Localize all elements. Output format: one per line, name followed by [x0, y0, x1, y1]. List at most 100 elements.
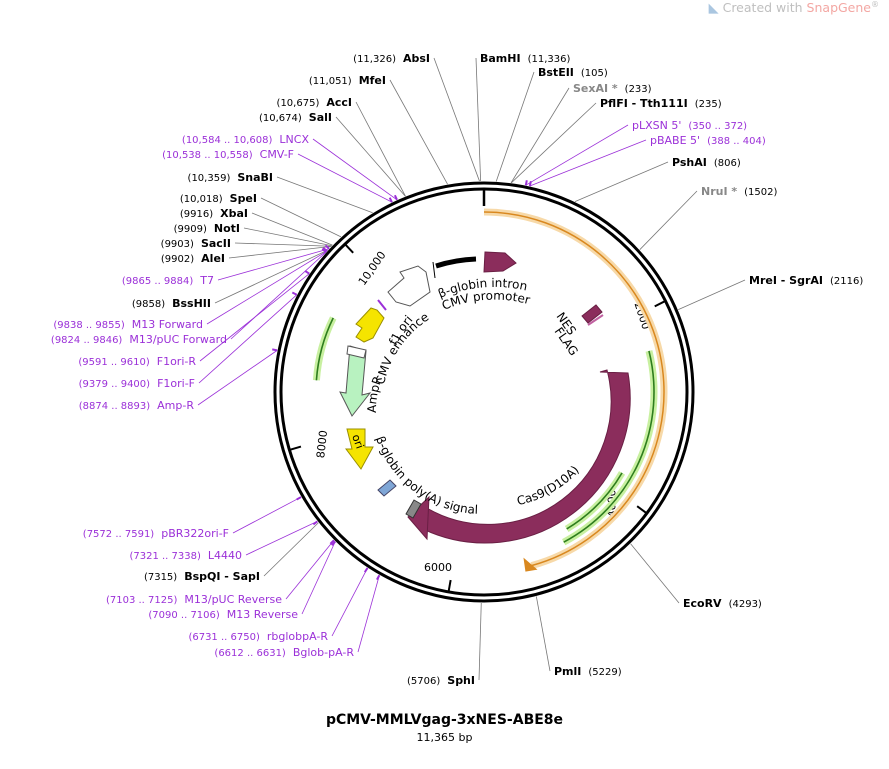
enzyme-snabi[interactable]: (10,359) SnaBI — [188, 171, 273, 184]
pbr322ori-f-name: pBR322ori-F — [161, 527, 229, 540]
m13-puc-forward-name: M13/pUC Forward — [129, 333, 227, 346]
enzyme-absi[interactable]: (11,326) AbsI — [353, 52, 430, 65]
bsshii-name: BssHII — [172, 297, 211, 310]
ecorv-leader-line — [630, 543, 680, 604]
rbglobpa-r-position: (6731 .. 6750) — [188, 632, 260, 643]
alei-position: (9902) — [161, 254, 194, 265]
amp-r-leader-line — [197, 350, 278, 406]
primer-t7[interactable]: (9865 .. 9884) T7 — [122, 274, 214, 287]
sali-leader-line — [335, 116, 406, 197]
enzyme-pshai[interactable]: PshAI (806) — [672, 156, 741, 169]
enzyme-mrei-sgrai[interactable]: MreI - SgrAI (2116) — [749, 274, 863, 287]
enzyme-spei[interactable]: (10,018) SpeI — [180, 192, 257, 205]
absi-position: (11,326) — [353, 54, 396, 65]
enzyme-sphi[interactable]: (5706) SphI — [407, 674, 475, 687]
mrei-sgrai-leader-line — [678, 279, 746, 311]
sacii-position: (9903) — [161, 239, 194, 250]
lncx-site-mark — [393, 194, 398, 201]
acci-leader-line — [355, 101, 406, 197]
enzyme-xbai[interactable]: (9916) XbaI — [180, 207, 248, 220]
enzyme-pmli[interactable]: PmlI (5229) — [554, 665, 622, 678]
enzyme-bspqi-sapi[interactable]: (7315) BspQI - SapI — [144, 570, 260, 583]
l4440-position: (7321 .. 7338) — [129, 551, 201, 562]
nrui-name: NruI * — [701, 185, 737, 198]
m13-puc-forward-leader-line — [230, 251, 327, 340]
f1-ori-feature[interactable] — [355, 307, 385, 343]
flag-feature[interactable] — [587, 314, 604, 326]
enzyme-bsteii[interactable]: BstEII (105) — [538, 66, 608, 79]
enzyme-sali[interactable]: (10,674) SalI — [259, 111, 332, 124]
enzyme-alei[interactable]: (9902) AleI — [161, 252, 225, 265]
enzyme-sacii[interactable]: (9903) SacII — [161, 237, 231, 250]
label-ampr: AmpR — [365, 374, 385, 413]
bamhi-position: (11,336) — [528, 54, 571, 65]
enzyme-ecorv[interactable]: EcoRV (4293) — [683, 597, 762, 610]
primer-l4440[interactable]: (7321 .. 7338) L4440 — [129, 549, 242, 562]
watermark-prefix: Created with — [722, 0, 803, 16]
orf-green-glow-3 — [312, 316, 337, 381]
plxsn-5-position: (350 .. 372) — [688, 121, 747, 132]
enzyme-sexai[interactable]: SexAI * (233) — [573, 82, 652, 95]
primer-cmv-f[interactable]: (10,538 .. 10,558) CMV-F — [162, 148, 294, 161]
ampr-promoter-hatch — [346, 345, 367, 359]
ecorv-name: EcoRV — [683, 597, 722, 610]
primer-f1ori-f[interactable]: (9379 .. 9400) F1ori-F — [79, 377, 195, 390]
enzyme-noti[interactable]: (9909) NotI — [174, 222, 240, 235]
bglob-pa-r-name: Bglob-pA-R — [293, 646, 355, 659]
sphi-position: (5706) — [407, 676, 440, 687]
primer-m13-forward[interactable]: (9838 .. 9855) M13 Forward — [53, 318, 203, 331]
primer-m13-reverse[interactable]: (7090 .. 7106) M13 Reverse — [148, 608, 298, 621]
sexai-position: (233) — [625, 84, 652, 95]
m13-puc-reverse-leader-line — [285, 540, 335, 600]
pshai-leader-line — [574, 161, 669, 202]
enzyme-nrui[interactable]: NruI * (1502) — [701, 185, 777, 198]
snapgene-watermark: ◣ Created with SnapGene® — [709, 0, 879, 16]
m13-puc-reverse-name: M13/pUC Reverse — [184, 593, 282, 606]
enzyme-acci[interactable]: (10,675) AccI — [277, 96, 352, 109]
primer-pbr322ori-f[interactable]: (7572 .. 7591) pBR322ori-F — [83, 527, 229, 540]
pshai-position: (806) — [714, 158, 741, 169]
t7-position: (9865 .. 9884) — [122, 276, 194, 287]
primer-pbabe-5[interactable]: pBABE 5' (388 .. 404) — [650, 134, 766, 147]
m13-puc-reverse-position: (7103 .. 7125) — [106, 595, 178, 606]
primer-amp-r[interactable]: (8874 .. 8893) Amp-R — [79, 399, 195, 412]
spei-position: (10,018) — [180, 194, 223, 205]
bsshii-position: (9858) — [132, 299, 165, 310]
primer-plxsn-5[interactable]: pLXSN 5' (350 .. 372) — [632, 119, 747, 132]
pmli-leader-line — [535, 596, 551, 672]
bglobin-intron-feature[interactable] — [483, 251, 517, 273]
primer-bglob-pa-r[interactable]: (6612 .. 6631) Bglob-pA-R — [214, 646, 354, 659]
amp-r-name: Amp-R — [157, 399, 194, 412]
lncx-position: (10,584 .. 10,608) — [182, 135, 273, 146]
enzyme-pflfi-tth111i[interactable]: PflFI - Tth111I (235) — [600, 97, 722, 110]
enzyme-bamhi[interactable]: BamHI (11,336) — [480, 52, 570, 65]
primer-rbglobpa-r[interactable]: (6731 .. 6750) rbglobpA-R — [188, 630, 328, 643]
nrui-position: (1502) — [744, 187, 777, 198]
enzyme-mfei[interactable]: (11,051) MfeI — [309, 74, 386, 87]
enzyme-bsshii[interactable]: (9858) BssHII — [132, 297, 211, 310]
primer-m13-puc-reverse[interactable]: (7103 .. 7125) M13/pUC Reverse — [106, 593, 282, 606]
m13-reverse-position: (7090 .. 7106) — [148, 610, 220, 621]
cmv-promoter-feature[interactable] — [435, 256, 477, 269]
pbr322ori-f-leader-line — [232, 496, 302, 534]
ecorv-position: (4293) — [729, 599, 762, 610]
scale-tick-10000 — [344, 243, 354, 254]
bglobin-polya-feature[interactable] — [377, 479, 397, 497]
rbglobpa-r-leader-line — [331, 567, 368, 637]
pmli-name: PmlI — [554, 665, 581, 678]
spei-name: SpeI — [230, 192, 257, 205]
ampr-feature[interactable] — [339, 345, 372, 417]
m13-forward-leader-line — [206, 250, 328, 325]
scale-label-6000: 6000 — [424, 561, 452, 574]
cmv-enhancer-feature[interactable] — [387, 265, 431, 307]
cmv-f-name: CMV-F — [260, 148, 294, 161]
primer-lncx[interactable]: (10,584 .. 10,608) LNCX — [182, 133, 310, 146]
primer-m13-puc-forward[interactable]: (9824 .. 9846) M13/pUC Forward — [51, 333, 227, 346]
t7-site-mark — [324, 244, 330, 250]
nes-feature[interactable] — [581, 304, 603, 324]
ori-feature[interactable] — [345, 428, 374, 470]
watermark-brand: SnapGene — [806, 0, 871, 16]
primer-f1ori-r[interactable]: (9591 .. 9610) F1ori-R — [78, 355, 196, 368]
f1ori-r-name: F1ori-R — [157, 355, 197, 368]
